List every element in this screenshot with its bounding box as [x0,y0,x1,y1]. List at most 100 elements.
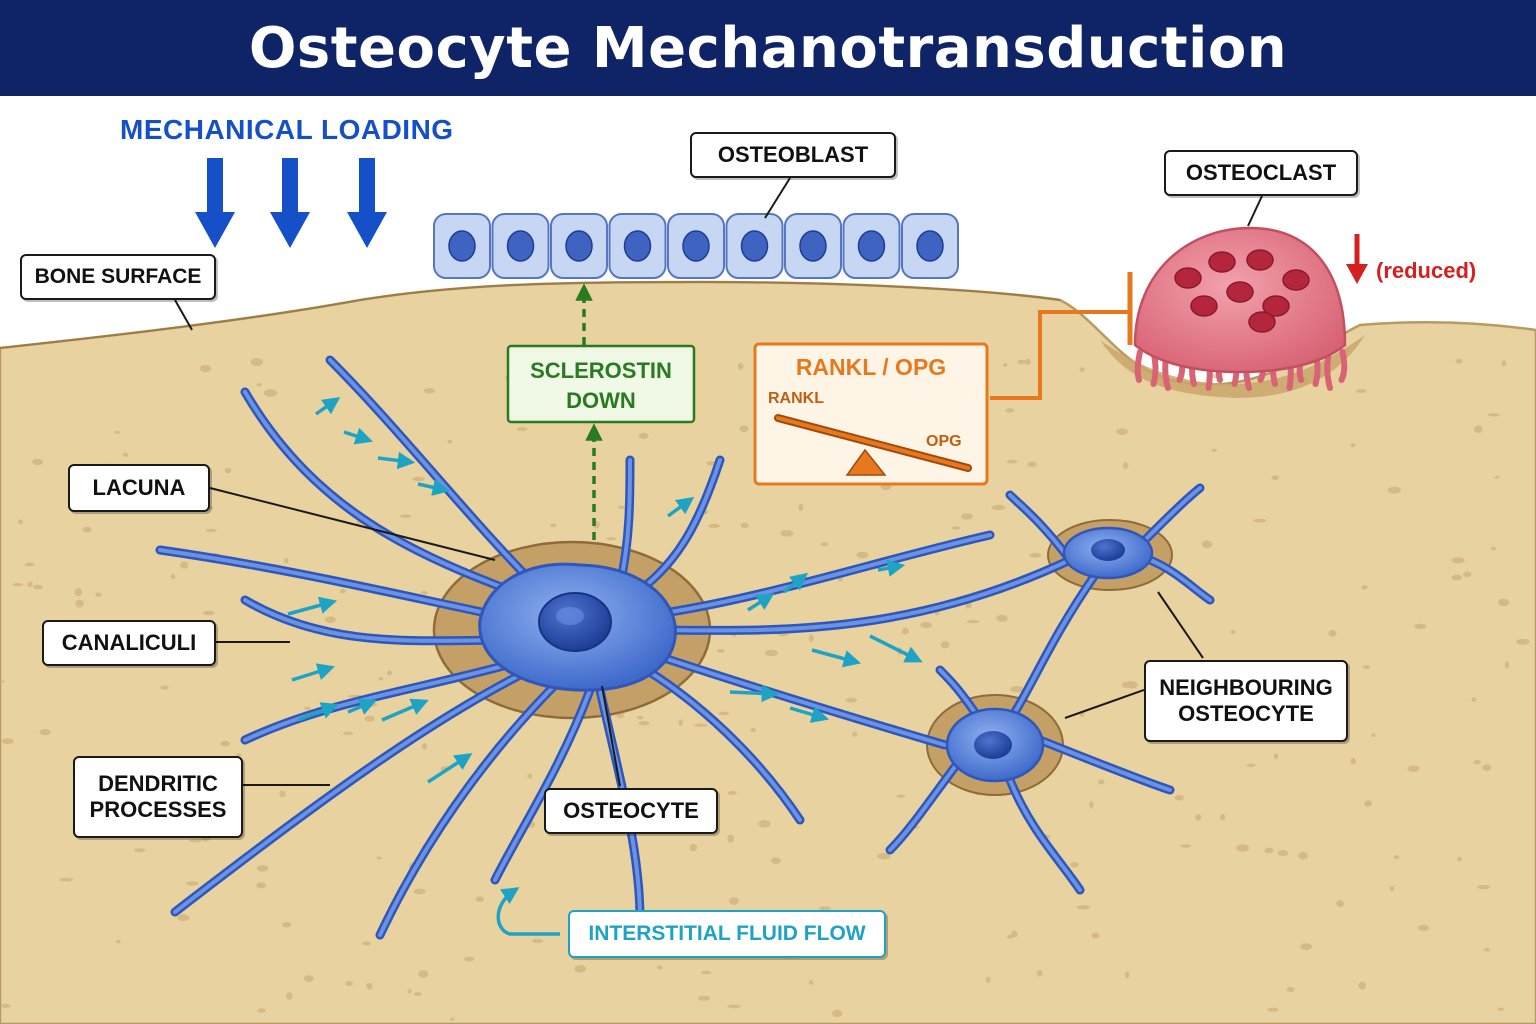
bone-speck [765,649,778,657]
bone-speck [697,995,711,1001]
loading-arrow [195,158,235,248]
osteoclast-nucleus [1208,251,1236,273]
bone-speck [1350,757,1356,765]
rankl-opg-panel: RANKL / OPG RANKL OPG [753,342,989,486]
bone-speck [1328,629,1337,637]
bone-speck [940,641,950,649]
bone-speck [1220,813,1226,821]
bone-speck [378,676,384,681]
bone-speck [134,848,146,853]
osteoblast-nucleus [916,230,944,262]
bone-speck [250,358,263,366]
bone-speck [122,452,129,458]
bone-speck [798,503,804,512]
osteoblast-cell [550,213,608,279]
neighbouring-osteocyte-1 [1062,526,1154,580]
osteoclast-nucleus [1248,311,1276,333]
bone-speck [1174,795,1184,801]
bone-speck [1006,934,1014,939]
bone-speck [1487,413,1500,417]
bone-speck [727,834,735,843]
bone-speck [12,583,24,587]
bone-speck [1387,486,1402,494]
bone-speck [1211,448,1218,452]
bone-speck [1300,943,1313,951]
bone-speck [1393,855,1400,860]
bone-speck [189,839,202,843]
bone-speck [1361,585,1368,590]
bone-speck [362,941,371,946]
bone-speck [284,557,289,564]
bone-speck [516,427,528,431]
bone-speck [1201,540,1213,548]
bone-speck [1070,862,1079,868]
bone-speck [413,992,422,996]
bone-speck [1089,801,1094,809]
bone-speck [1006,459,1018,464]
bone-speck [877,852,891,860]
bone-speck [716,649,725,653]
osteoblast-nucleus [682,230,710,262]
bone-speck [1482,764,1492,771]
fluid-flow-arrow [811,648,862,668]
bone-speck [39,728,51,736]
bone-speck [376,856,382,860]
osteoclast-nucleus [1246,249,1274,271]
osteoclast-ruffle [1324,349,1333,391]
neighbouring-line1: NEIGHBOURING [1159,674,1333,700]
osteoblast-nucleus [857,230,886,262]
bone-speck [1122,462,1129,470]
bone-speck [700,970,712,975]
bone-speck [706,461,716,466]
neighbouring-osteocyte-label: NEIGHBOURING OSTEOCYTE [1144,660,1348,742]
bone-speck [638,721,650,726]
bone-speck [282,922,292,928]
bone-speck [95,592,102,597]
osteocyte-main [478,562,677,692]
bone-speck [464,956,475,962]
bone-speck [74,588,83,597]
bone-speck [729,897,739,905]
osteoblast-nucleus [623,230,652,262]
bone-speck [170,574,176,580]
bone-speck [832,1009,843,1018]
osteoblast-layer [433,213,959,279]
fluid-flow-arrow [347,698,377,715]
bone-speck [286,992,293,1000]
bone-speck [1011,930,1018,938]
seesaw-icon [774,414,972,476]
bone-speck [689,843,698,852]
bone-speck [1180,844,1192,848]
fluid-flow-arrow [417,478,451,496]
fluid-flow-arrow [297,702,339,722]
bone-speck [303,706,311,710]
bone-speck [708,523,720,529]
osteocyte-label: OSTEOCYTE [544,788,718,834]
bone-speck [412,476,425,482]
inhibition-line [990,310,1130,400]
bone-speck [856,551,869,559]
bone-speck [325,616,336,623]
bone-speck [1246,763,1256,768]
fluid-flow-arrow [314,396,341,416]
loading-arrow [347,158,387,248]
fluid-flow-arrow [782,572,809,594]
osteoblast-nucleus [740,230,769,262]
bone-speck [0,680,5,683]
mechanical-loading-arrows [195,158,387,248]
bone-speck [202,610,215,616]
fluid-flow-arrow [747,593,775,612]
osteoclast-nucleus [1174,267,1202,289]
bone-speck [413,888,426,895]
bone-speck [420,590,428,595]
bone-speck [1267,1007,1279,1012]
fluid-flow-arrow [789,706,830,723]
bone-speck [256,383,262,387]
bone-speck [1027,461,1037,467]
bone-speck [818,906,832,911]
bone-speck [896,794,906,798]
fluid-flow-arrow [729,684,780,703]
bone-speck [1230,630,1236,634]
canaliculi-label: CANALICULI [42,620,216,666]
bone-speck [617,505,626,509]
